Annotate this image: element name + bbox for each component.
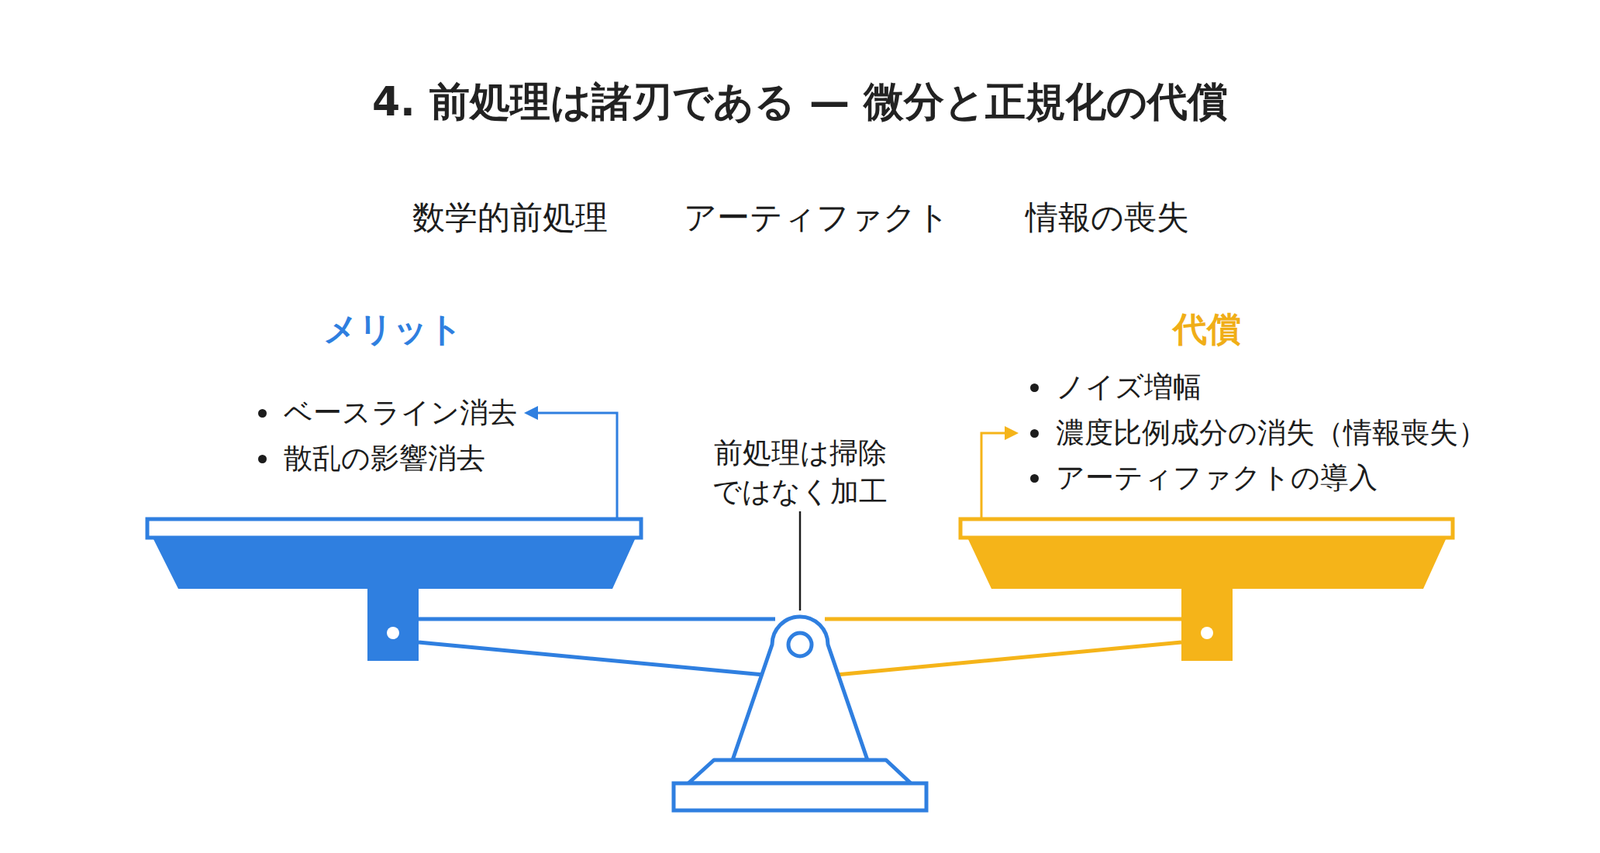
fulcrum-pivot (788, 633, 812, 657)
pan-heading: メリット (323, 310, 463, 350)
bullet-item: 散乱の影響消去 (283, 442, 486, 476)
pan-hole (1200, 627, 1214, 640)
pan-rim (147, 519, 642, 538)
bullet-item: ベースライン消去 (283, 396, 518, 431)
bullet-item: アーティファクトの導入 (1055, 462, 1378, 496)
bullet-dot (1030, 429, 1039, 438)
beam-line (418, 642, 764, 676)
arrow-head (524, 406, 538, 421)
pan-post (1181, 585, 1233, 662)
fulcrum-support (732, 617, 868, 761)
keyword: 数学的前処理 (412, 196, 608, 241)
arrow-head (1004, 426, 1019, 441)
bullet-dot (258, 455, 267, 464)
leader-arrow (981, 433, 1008, 520)
balance-pan: メリットベースライン消去散乱の影響消去 (145, 294, 643, 667)
beam-line (824, 617, 1182, 622)
fulcrum-base (688, 760, 911, 784)
leader-arrow (534, 413, 618, 520)
note-leader (799, 511, 802, 611)
bullet-dot (1030, 383, 1039, 393)
beam-line (418, 617, 776, 622)
bullet-item: ノイズ増幅 (1055, 371, 1202, 405)
beam-line (836, 642, 1182, 676)
keyword: アーティファクト (683, 196, 950, 241)
pan-rim (960, 519, 1453, 538)
pan-tray (152, 537, 636, 590)
bullet-item: 濃度比例成分の消失（情報喪失） (1055, 417, 1487, 451)
balance-pan: 代償ノイズ増幅濃度比例成分の消失（情報喪失）アーティファクトの導入 (958, 294, 1455, 667)
center-note: 前処理は掃除 ではなく加工 (776, 434, 824, 512)
fulcrum-base (673, 783, 927, 811)
title: 4. 前処理は諸刃である — 微分と正規化の代償 (372, 79, 1228, 126)
pan-heading: 代償 (1172, 310, 1242, 350)
keyword: 情報の喪失 (1025, 196, 1190, 241)
bullet-dot (1030, 474, 1039, 483)
pan-post (367, 585, 419, 662)
pan-hole (386, 627, 400, 640)
bullet-dot (258, 409, 267, 418)
pan-tray (967, 537, 1447, 590)
